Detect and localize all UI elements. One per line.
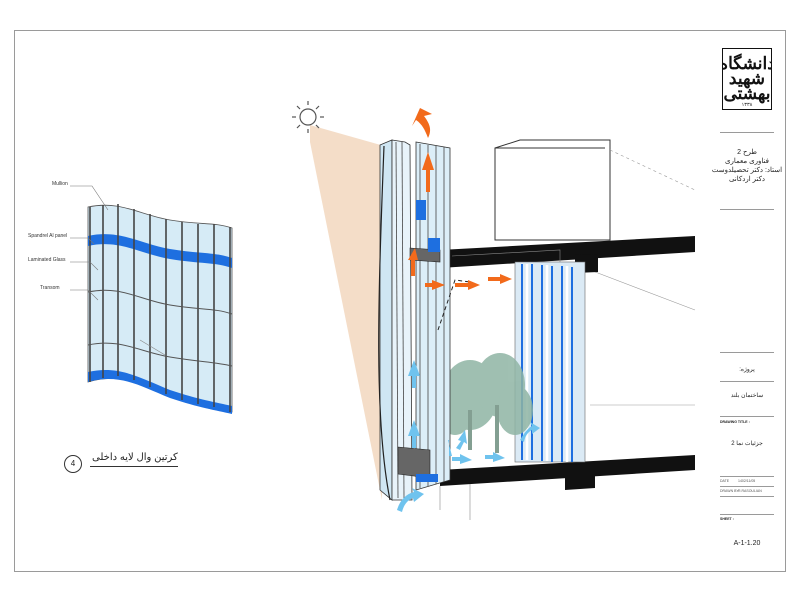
title-block: دانشگاه شهید بهشتی ۱۳۳۸ طرح 2 فناوری معم…: [712, 44, 782, 564]
course-line-3: استاد: دکتر تحصیلدوست: [711, 167, 783, 174]
project-label: پروژه:: [739, 367, 755, 373]
tb-divider: [720, 416, 774, 417]
date-label: DATE: [720, 479, 730, 483]
course-line-1: طرح 2: [737, 149, 757, 156]
project-name: ساختمان بلند: [730, 393, 764, 399]
drawn-by-label: DRAWN BY: [720, 489, 739, 493]
tb-divider: [720, 496, 774, 497]
tb-divider: [720, 486, 774, 487]
building-structure: [439, 139, 696, 520]
detail-caption: کرتین وال لایه داخلی: [92, 452, 178, 463]
curtain-wall-detail: [70, 185, 233, 414]
course-line-2: فناوری معماری: [725, 158, 769, 165]
drawing-sheet: [14, 30, 786, 572]
course-line-4: دکتر اردکانی: [728, 176, 766, 183]
caption-underline: [90, 466, 178, 467]
label-transom: Transom: [40, 285, 60, 291]
tb-divider: [720, 132, 774, 133]
cool-air-arrows: [397, 360, 540, 512]
date-value: 1402/11/05: [738, 479, 756, 483]
tb-divider: [720, 514, 774, 515]
sheet-label: SHEET :: [720, 517, 734, 521]
tb-divider: [720, 381, 774, 382]
detail-number: 4: [64, 455, 82, 473]
logo-year: ۱۳۳۸: [741, 102, 753, 108]
tb-divider: [720, 476, 774, 477]
label-spandrel: Spandrel Al panel: [28, 233, 68, 239]
label-laminated-glass: Laminated Glass: [28, 257, 66, 263]
university-logo: دانشگاه شهید بهشتی ۱۳۳۸: [722, 48, 772, 110]
tb-divider: [720, 209, 774, 210]
tb-divider: [720, 352, 774, 353]
sun-symbol: [292, 101, 384, 500]
logo-text: دانشگاه شهید بهشتی: [722, 53, 771, 104]
interior-glazing-panels: [514, 261, 586, 463]
hot-air-arrows: [408, 108, 512, 290]
double-skin-facade: [378, 139, 471, 501]
sheet-number: A-1-1.20: [733, 540, 761, 547]
drawing-title-label: DRAWING TITLE :: [720, 420, 750, 424]
course-info: طرح 2 فناوری معماری استاد: دکتر تحصیلدوس…: [710, 148, 784, 184]
drawn-by-value: R.RASOULIAN: [738, 489, 762, 493]
drawing-title: جزئیات نما 2: [731, 441, 763, 447]
label-mullion: Mullion: [52, 181, 68, 187]
